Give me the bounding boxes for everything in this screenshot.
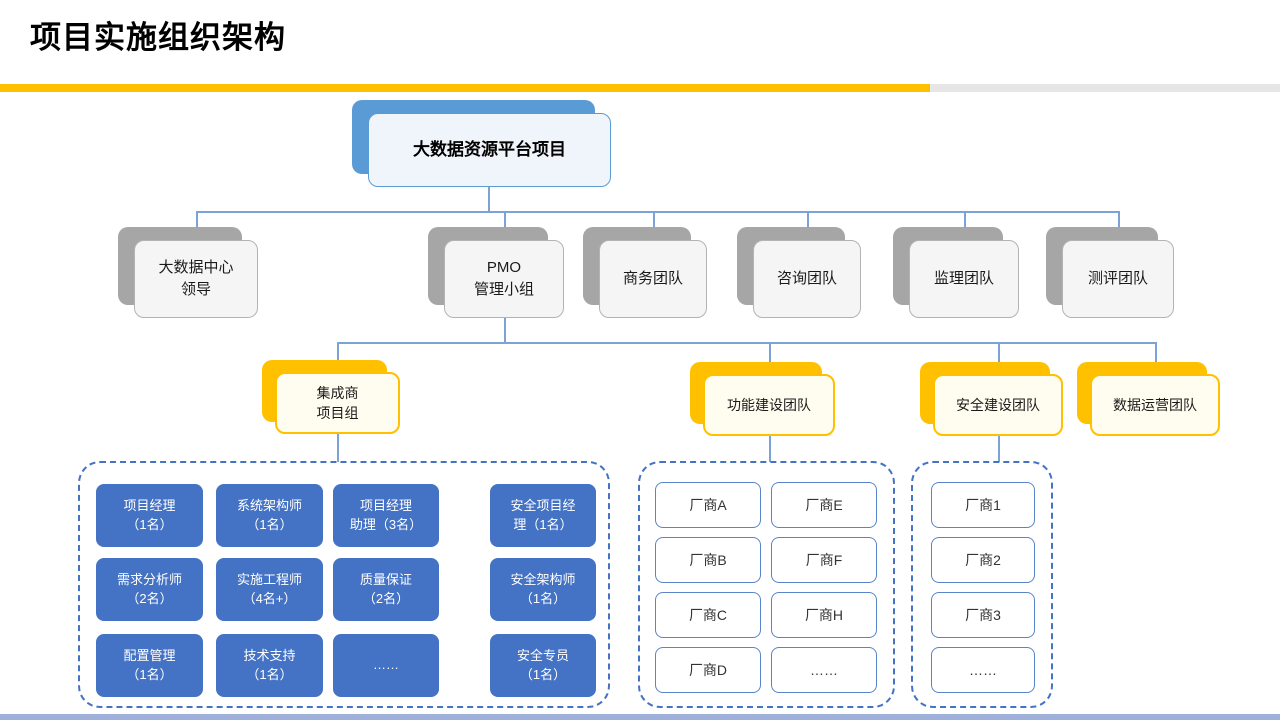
vendor-box: 厂商E <box>771 482 877 528</box>
connector-line <box>998 436 1000 462</box>
node-label: 数据运营团队 <box>1090 374 1220 436</box>
role-box: 需求分析师 （2名） <box>96 558 203 621</box>
footer-bar <box>0 714 1280 720</box>
connector-line <box>504 318 506 343</box>
vendor-box: 厂商C <box>655 592 761 638</box>
node-label: 咨询团队 <box>753 240 861 318</box>
connector-line <box>337 342 1155 344</box>
connector-line <box>998 342 1000 375</box>
node-label: PMO 管理小组 <box>444 240 564 318</box>
org-node-pmo: PMO 管理小组 <box>428 227 564 318</box>
vendor-box: 厂商F <box>771 537 877 583</box>
vendor-box: …… <box>771 647 877 693</box>
role-box: 项目经理 （1名） <box>96 484 203 547</box>
integrator-group-container <box>78 461 610 708</box>
vendor-box: 厂商A <box>655 482 761 528</box>
role-box: 项目经理 助理（3名） <box>333 484 439 547</box>
role-box: 实施工程师 （4名+） <box>216 558 323 621</box>
connector-line <box>1155 342 1157 375</box>
connector-line <box>196 211 198 241</box>
connector-line <box>653 211 655 241</box>
security-vendors-container <box>911 461 1053 708</box>
vendor-box: 厂商B <box>655 537 761 583</box>
node-label: 商务团队 <box>599 240 707 318</box>
role-box: 质量保证 （2名） <box>333 558 439 621</box>
connector-line <box>769 436 771 462</box>
page-title: 项目实施组织架构 <box>30 20 286 55</box>
role-box: …… <box>333 634 439 697</box>
node-label: 大数据中心 领导 <box>134 240 258 318</box>
title-divider <box>0 84 1280 92</box>
connector-line <box>337 342 339 375</box>
connector-line <box>807 211 809 241</box>
connector-line <box>337 434 339 462</box>
org-node-root: 大数据资源平台项目 <box>352 100 611 187</box>
role-box: 安全架构师 （1名） <box>490 558 596 621</box>
node-label: 监理团队 <box>909 240 1019 318</box>
connector-line <box>196 211 1118 213</box>
connector-line <box>504 211 506 241</box>
vendor-box: 厂商3 <box>931 592 1035 638</box>
role-box: 安全项目经 理（1名） <box>490 484 596 547</box>
org-node-integrator-group: 集成商 项目组 <box>262 360 400 434</box>
org-node-evaluation-team: 测评团队 <box>1046 227 1174 318</box>
node-label: 集成商 项目组 <box>275 372 400 434</box>
node-label: 安全建设团队 <box>933 374 1063 436</box>
org-node-business-team: 商务团队 <box>583 227 707 318</box>
role-box: 技术支持 （1名） <box>216 634 323 697</box>
connector-line <box>964 211 966 241</box>
org-node-security-team: 安全建设团队 <box>920 362 1063 436</box>
title-divider-accent <box>0 84 930 92</box>
role-box: 安全专员 （1名） <box>490 634 596 697</box>
connector-line <box>769 342 771 375</box>
function-vendors-container <box>638 461 895 708</box>
org-node-function-team: 功能建设团队 <box>690 362 835 436</box>
node-label: 大数据资源平台项目 <box>368 113 611 187</box>
vendor-box: 厂商D <box>655 647 761 693</box>
connector-line <box>1118 211 1120 241</box>
connector-line <box>488 186 490 212</box>
vendor-box: 厂商1 <box>931 482 1035 528</box>
vendor-box: 厂商H <box>771 592 877 638</box>
org-node-data-ops-team: 数据运营团队 <box>1077 362 1220 436</box>
node-label: 功能建设团队 <box>703 374 835 436</box>
org-node-consulting-team: 咨询团队 <box>737 227 861 318</box>
role-box: 系统架构师 （1名） <box>216 484 323 547</box>
role-box: 配置管理 （1名） <box>96 634 203 697</box>
org-node-supervision-team: 监理团队 <box>893 227 1019 318</box>
org-node-bigdata-center-leader: 大数据中心 领导 <box>118 227 258 318</box>
vendor-box: …… <box>931 647 1035 693</box>
node-label: 测评团队 <box>1062 240 1174 318</box>
vendor-box: 厂商2 <box>931 537 1035 583</box>
